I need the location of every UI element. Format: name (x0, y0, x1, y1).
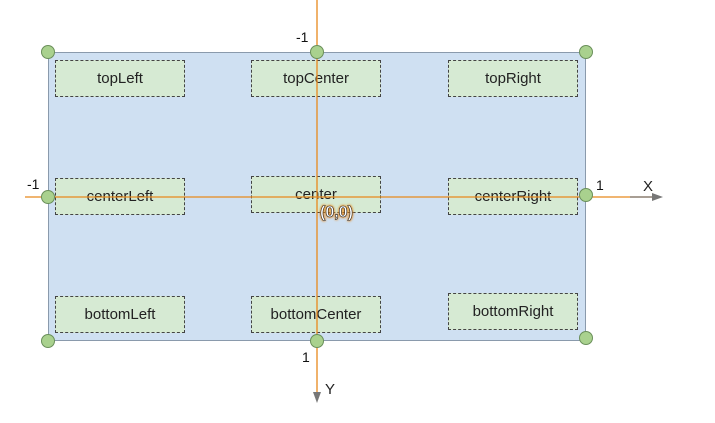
x-axis-name: X (643, 178, 654, 195)
handle-top-right[interactable] (579, 45, 593, 59)
x-max-tick: 1 (596, 177, 604, 193)
y-axis-arrowhead (313, 392, 321, 403)
y-min-tick: -1 (296, 29, 309, 45)
origin-label: (0,0) (320, 204, 354, 222)
handle-bottom-left[interactable] (41, 334, 55, 348)
x-axis-arrowhead (652, 193, 663, 201)
y-max-tick: 1 (302, 349, 310, 365)
handle-center-right[interactable] (579, 188, 593, 202)
y-axis-name: Y (325, 381, 336, 398)
handle-top-center[interactable] (310, 45, 324, 59)
handle-bottom-center[interactable] (310, 334, 324, 348)
handle-top-left[interactable] (41, 45, 55, 59)
handle-bottom-right[interactable] (579, 331, 593, 345)
handle-center-left[interactable] (41, 190, 55, 204)
x-min-tick: -1 (27, 176, 40, 192)
